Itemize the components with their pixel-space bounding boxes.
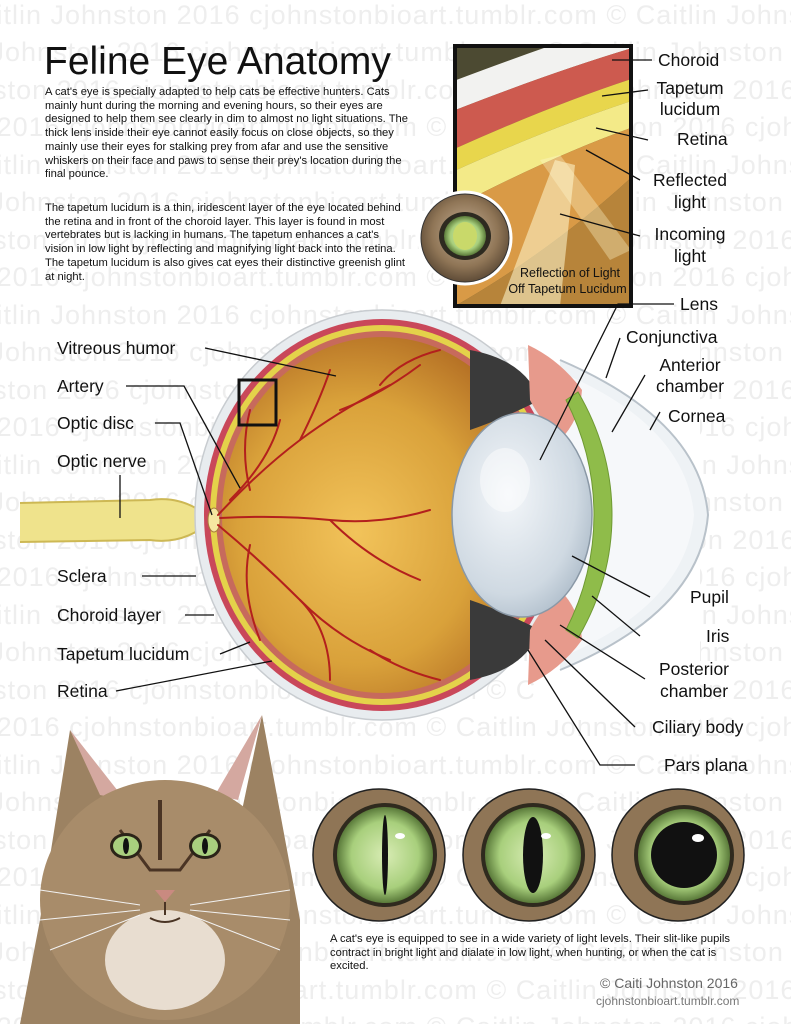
label-artery: Artery [57,376,104,396]
label-optic-disc: Optic disc [57,413,134,433]
intro-paragraph: A cat's eye is specially adapted to help… [45,86,410,182]
label-vitreous-humor: Vitreous humor [57,338,175,358]
label-posterior-2: chamber [644,681,744,701]
inset-caption-2: Off Tapetum Lucidum [485,282,650,297]
label-retina: Retina [57,681,108,701]
inset-label-incoming-1: Incoming [642,224,738,244]
inset-label-reflected-2: light [642,192,738,212]
pupil-caption: A cat's eye is equipped to see in a wide… [330,933,738,974]
label-cornea: Cornea [668,406,725,426]
pupil-medium-light [450,780,610,933]
inset-label-tapetum-1: Tapetum [650,78,730,98]
inset-caption-1: Reflection of Light [500,266,640,281]
inset-label-choroid: Choroid [658,50,719,70]
label-lens: Lens [680,294,718,314]
inset-label-incoming-2: light [642,246,738,266]
label-tapetum-lucidum: Tapetum lucidum [57,644,189,664]
label-optic-nerve: Optic nerve [57,451,146,471]
pupil-low-light [600,780,760,933]
label-iris: Iris [706,626,729,646]
cat-portrait [20,715,300,1024]
label-ciliary-body: Ciliary body [652,717,743,737]
label-anterior-2: chamber [640,376,740,396]
label-pupil: Pupil [690,587,729,607]
label-choroid-layer: Choroid layer [57,605,161,625]
label-conjunctiva: Conjunctiva [626,327,717,347]
pupil-bright-light [300,780,460,933]
label-sclera: Sclera [57,566,107,586]
label-anterior-1: Anterior [640,355,740,375]
page-title: Feline Eye Anatomy [44,40,391,84]
inset-label-retina: Retina [677,129,728,149]
inset-label-tapetum-2: lucidum [650,99,730,119]
tapetum-paragraph: The tapetum lucidum is a thin, iridescen… [45,202,410,284]
label-pars-plana: Pars plana [664,755,748,775]
credit-copyright: © Caiti Johnston 2016 [600,975,738,991]
credit-website: cjohnstonbioart.tumblr.com [596,994,739,1008]
label-posterior-1: Posterior [644,659,744,679]
inset-label-reflected-1: Reflected [642,170,738,190]
